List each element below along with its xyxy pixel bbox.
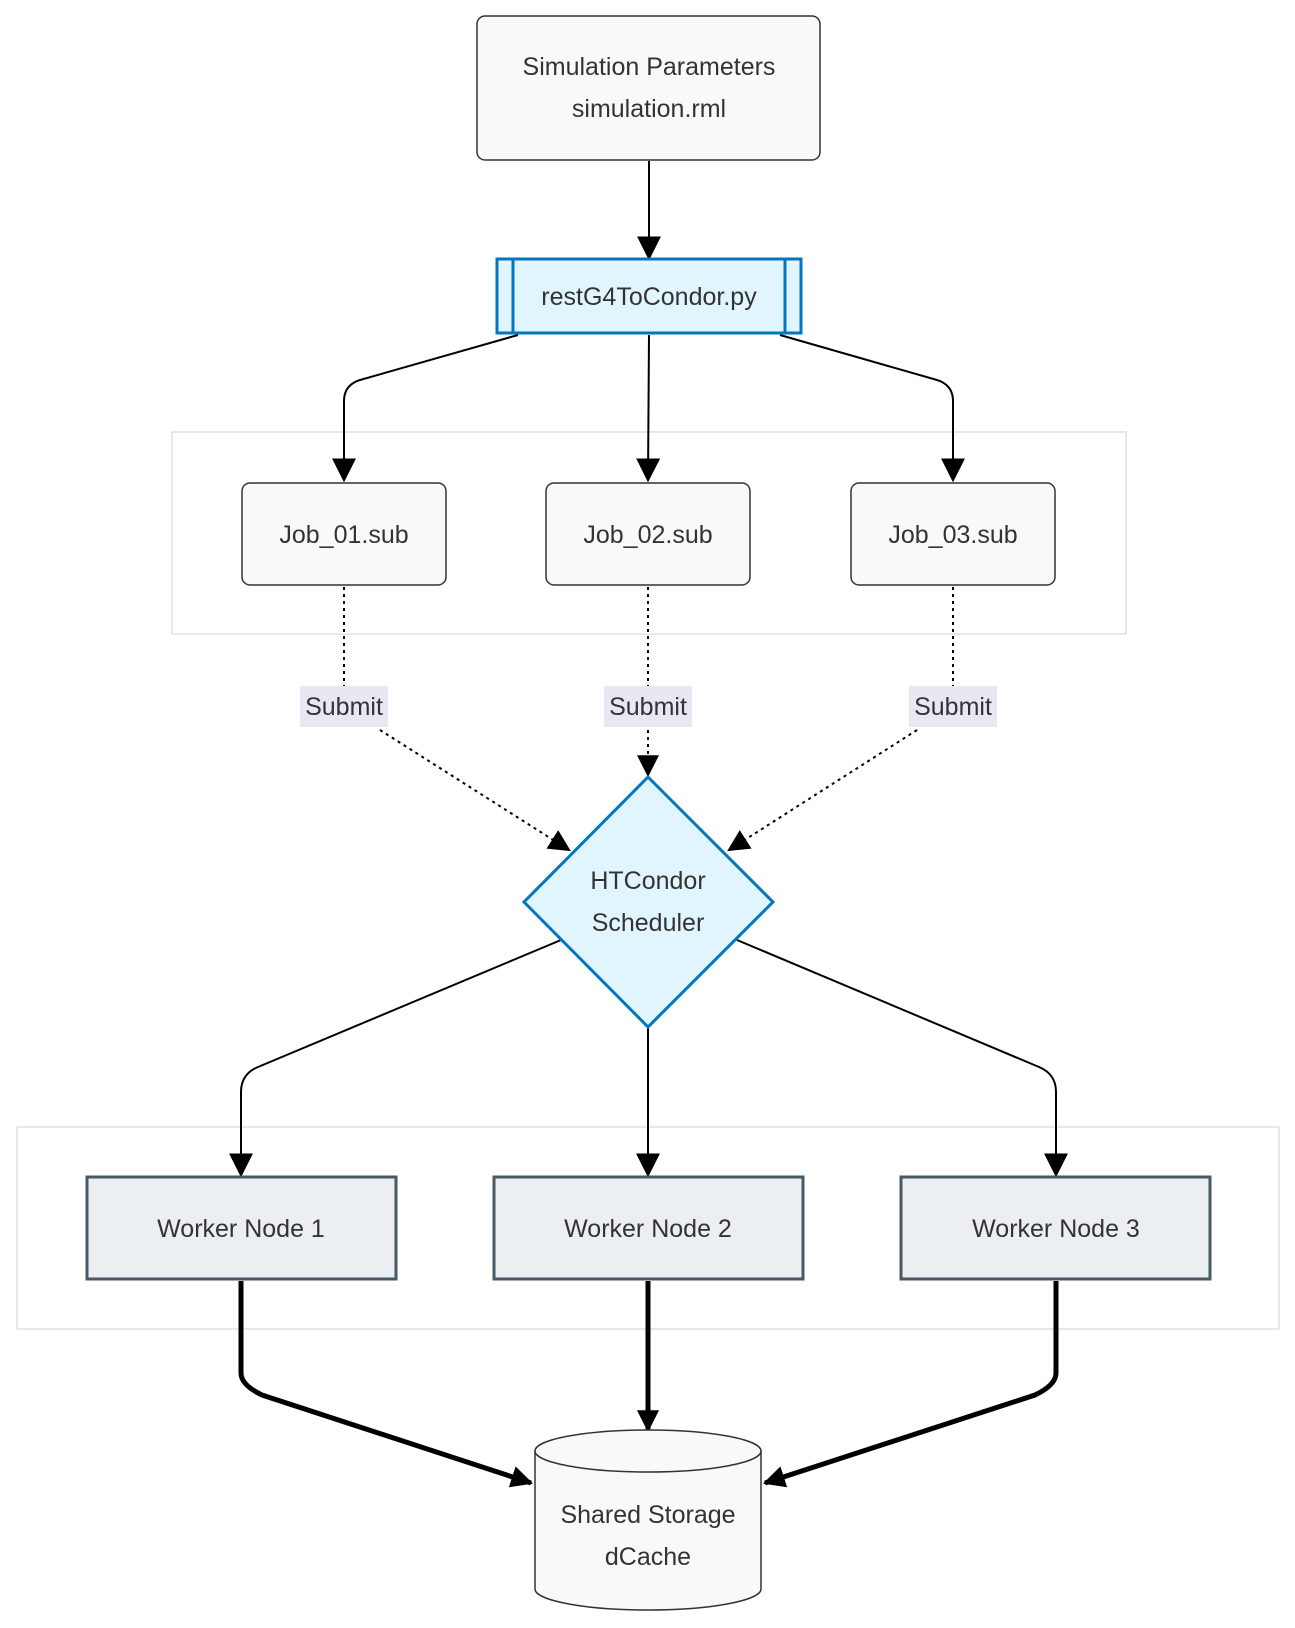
node-worker-2-label: Worker Node 2	[564, 1215, 732, 1243]
edge-label-submit-1-text: Submit	[305, 693, 383, 721]
node-htcondor-scheduler[interactable]: HTCondor Scheduler	[521, 774, 776, 1030]
node-simulation-parameters[interactable]: Simulation Parameters simulation.rml	[476, 15, 821, 161]
edge-label-submit-2: Submit	[604, 686, 692, 727]
edge-job1-to-scheduler	[343, 587, 569, 850]
edge-job3-to-scheduler	[729, 587, 954, 850]
node-job-01-label: Job_01.sub	[279, 521, 408, 549]
node-htcondor-scheduler-line2: Scheduler	[592, 909, 705, 937]
node-rest-g4-to-condor[interactable]: restG4ToCondor.py	[495, 257, 803, 335]
edge-label-submit-1: Submit	[300, 686, 388, 727]
edge-label-submit-3-text: Submit	[914, 693, 992, 721]
node-job-03-label: Job_03.sub	[888, 521, 1017, 549]
node-simulation-parameters-title: Simulation Parameters	[523, 53, 776, 81]
node-worker-2[interactable]: Worker Node 2	[492, 1175, 805, 1281]
node-worker-1-label: Worker Node 1	[157, 1215, 325, 1243]
node-job-02-label: Job_02.sub	[583, 521, 712, 549]
edge-label-submit-2-text: Submit	[609, 693, 687, 721]
node-rest-g4-to-condor-label: restG4ToCondor.py	[541, 283, 757, 311]
node-shared-storage-line2: dCache	[605, 1543, 691, 1571]
edge-worker1-to-storage	[238, 1281, 534, 1488]
node-shared-storage-line1: Shared Storage	[560, 1501, 735, 1529]
edge-script-to-job1	[332, 334, 519, 483]
node-worker-3[interactable]: Worker Node 3	[899, 1175, 1212, 1281]
node-job-02[interactable]: Job_02.sub	[545, 482, 751, 586]
edge-worker3-to-storage	[762, 1281, 1059, 1488]
edge-script-to-job2	[636, 334, 661, 483]
edge-label-submit-3: Submit	[909, 686, 997, 727]
node-htcondor-scheduler-line1: HTCondor	[590, 867, 705, 895]
node-job-01[interactable]: Job_01.sub	[241, 482, 447, 586]
edge-scheduler-to-worker3	[736, 939, 1068, 1178]
node-job-03[interactable]: Job_03.sub	[850, 482, 1056, 586]
node-worker-1[interactable]: Worker Node 1	[85, 1175, 398, 1281]
edge-scheduler-to-worker1	[229, 939, 562, 1178]
node-worker-3-label: Worker Node 3	[972, 1215, 1140, 1243]
node-simulation-parameters-file: simulation.rml	[572, 95, 726, 123]
node-shared-storage[interactable]: Shared Storage dCache	[534, 1429, 762, 1611]
edge-script-to-job3	[779, 334, 965, 483]
